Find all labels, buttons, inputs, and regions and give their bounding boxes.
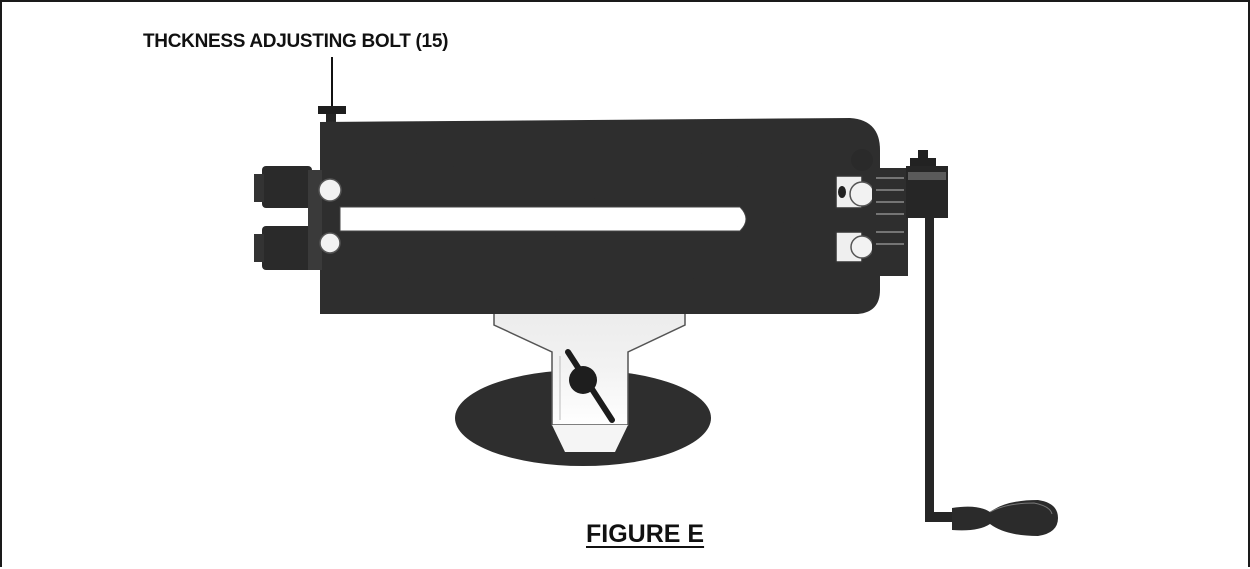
vise-adjusting-lever — [565, 349, 615, 423]
callout-label-thickness-bolt: THCKNESS ADJUSTING BOLT (15) — [143, 31, 449, 52]
left-roller-hubs — [254, 166, 342, 270]
thickness-adjusting-bolt — [318, 106, 346, 124]
machine-throat-slot — [339, 206, 747, 232]
machine-pedestal — [493, 289, 686, 452]
right-roller-hubs — [835, 149, 908, 276]
crank-gearbox — [906, 150, 948, 218]
figure-caption: FIGURE E — [586, 520, 705, 548]
crank-handle — [925, 218, 1058, 536]
